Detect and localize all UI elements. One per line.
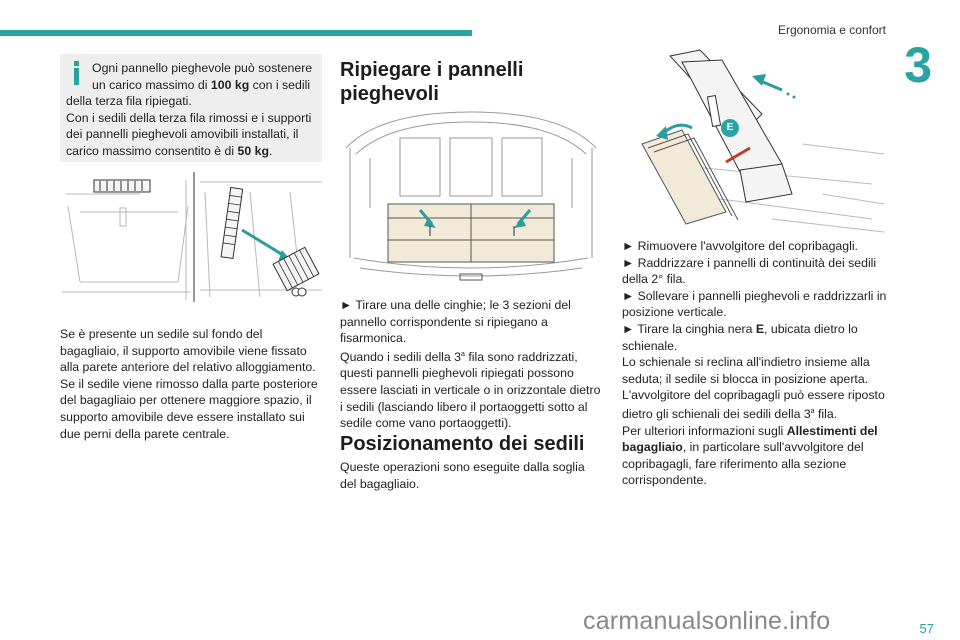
seat-fold-figure — [622, 44, 884, 234]
step: ► Sollevare i pannelli pieghevoli e radd… — [622, 288, 887, 320]
info-box: Ogni pannello pieghevole può sostenere u… — [60, 54, 322, 162]
paragraph: L'avvolgitore del copribagagli può esser… — [622, 388, 885, 422]
paragraph: Quando i sedili della 3a fila sono raddr… — [340, 349, 601, 431]
left-paragraphs: Se è presente un sedile sul fondo del ba… — [60, 326, 324, 442]
boot-panels-figure — [340, 108, 602, 292]
heading-folding-panels: Ripiegare i pannelli pieghevoli — [340, 59, 524, 105]
step-pull-strap: ► Tirare una delle cinghie; le 3 sezioni… — [340, 298, 571, 346]
page-number: 57 — [919, 621, 934, 636]
middle-text-block: ► Tirare una delle cinghie; le 3 sezioni… — [340, 297, 604, 432]
paragraph: Queste operazioni sono eseguite dalla so… — [340, 460, 585, 491]
chapter-number: 3 — [904, 37, 932, 93]
info-text: Ogni pannello pieghevole può sostenere u… — [66, 61, 313, 158]
step: ► Rimuovere l'avvolgitore del copribagag… — [622, 239, 858, 253]
watermark: carmanualsonline.info — [583, 607, 831, 635]
section-title: Ergonomia e confort — [777, 23, 886, 37]
middle-para-c: Queste operazioni sono eseguite dalla so… — [340, 459, 604, 492]
support-figure — [60, 172, 322, 302]
step: ► Raddrizzare i pannelli di continuità d… — [622, 255, 877, 287]
header-accent-bar — [0, 30, 472, 36]
info-icon — [74, 61, 79, 85]
paragraph: Se il sedile viene rimosso dalla parte p… — [60, 376, 318, 441]
heading-seat-positioning: Posizionamento dei sedili — [340, 433, 585, 455]
paragraph: Lo schienale si reclina all'indietro ins… — [622, 355, 870, 386]
support-bracket-icon — [93, 179, 151, 193]
paragraph: Se è presente un sedile sul fondo del ba… — [60, 327, 316, 375]
step: ► Tirare la cinghia nera E, ubicata diet… — [622, 321, 858, 353]
badge-e-icon — [721, 119, 739, 137]
paragraph: Per ulteriori informazioni sugli Allesti… — [622, 423, 878, 488]
right-text-block: ► Rimuovere l'avvolgitore del copribagag… — [622, 238, 890, 489]
badge-e-label: E — [726, 122, 734, 133]
